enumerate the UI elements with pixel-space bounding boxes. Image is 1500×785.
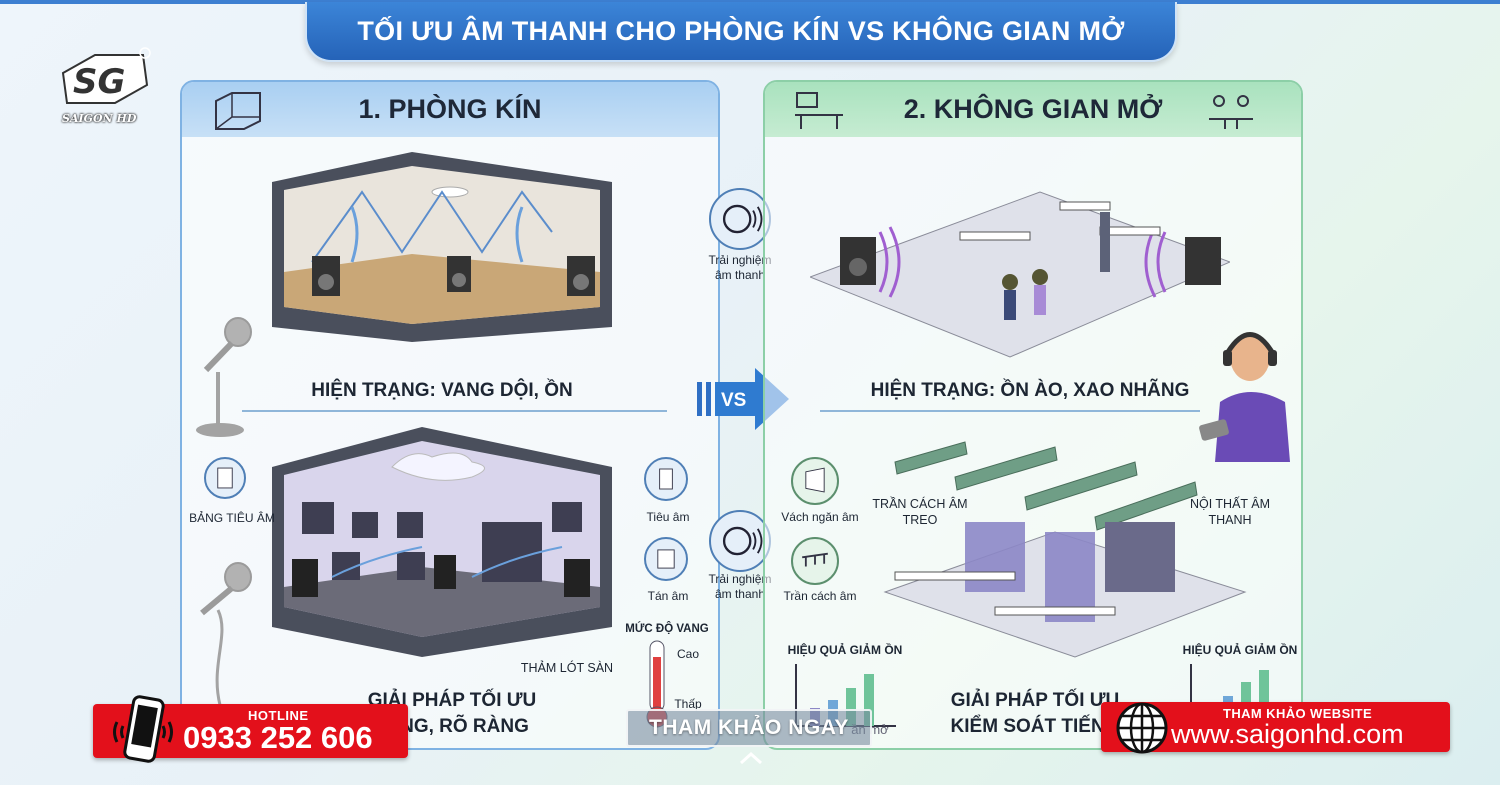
hotline-button[interactable]: HOTLINE 0933 252 606 bbox=[93, 695, 408, 763]
saigon-hd-logo: SG bbox=[61, 47, 151, 104]
vs-label: VS bbox=[721, 390, 746, 411]
listening-face-icon bbox=[709, 188, 771, 250]
reverberant-room-illustration bbox=[272, 152, 612, 342]
headphone-person-illustration bbox=[1199, 332, 1290, 462]
reverb-level-label: MỨC ĐỘ VANG bbox=[625, 623, 709, 635]
divider bbox=[242, 410, 667, 412]
absorber-board-label: BẢNG TIÊU ÂM bbox=[189, 511, 275, 525]
logo-text: SAIGON HD bbox=[62, 112, 137, 125]
ceiling-icon bbox=[791, 537, 839, 585]
desk-icon bbox=[795, 92, 843, 129]
website-url: www.saigonhd.com bbox=[1171, 719, 1404, 749]
hanging-ceiling-label-2: TREO bbox=[902, 513, 938, 527]
listening-face-icon bbox=[709, 510, 771, 572]
open-space-title: 2. KHÔNG GIAN MỞ bbox=[765, 82, 1301, 137]
closed-room-solution-caption-1: GIẢI PHÁP TỐI ƯU bbox=[367, 690, 537, 711]
consult-now-button[interactable]: THAM KHẢO NGAY bbox=[626, 709, 872, 747]
team-meeting-icon bbox=[1209, 95, 1253, 129]
hotline-label: HOTLINE bbox=[248, 708, 309, 723]
absorber-panel-icon bbox=[204, 457, 246, 499]
open-space-solution-caption-2: KIỂM SOÁT TIẾNG bbox=[950, 716, 1120, 737]
room-icon bbox=[215, 92, 261, 130]
svg-text:SG: SG bbox=[73, 62, 125, 102]
phone-icon bbox=[113, 695, 173, 763]
treated-room-illustration bbox=[272, 427, 612, 657]
low-label: Thấp bbox=[674, 697, 702, 711]
partition-icon bbox=[791, 457, 839, 505]
acoustic-furniture-label-2: THANH bbox=[1208, 513, 1252, 527]
ceiling-label: Trần cách âm bbox=[783, 589, 857, 603]
sound-experience-label-bottom: Trải nghiệm âm thanh bbox=[708, 572, 772, 601]
noisy-office-illustration bbox=[810, 191, 1230, 358]
closed-room-status-caption: HIỆN TRẠNG: VANG DỘI, ỒN bbox=[311, 380, 573, 401]
divider bbox=[820, 410, 1200, 412]
open-space-panel: 2. KHÔNG GIAN MỞ HIỆN TRẠNG: ỒN ÀO, XAO … bbox=[763, 80, 1303, 750]
chevron-up-icon[interactable] bbox=[738, 750, 764, 766]
open-space-solution-caption-1: GIẢI PHÁP TỐI ƯU bbox=[950, 690, 1120, 711]
absorption-label: Tiêu âm bbox=[646, 510, 690, 524]
closed-room-title: 1. PHÒNG KÍN bbox=[182, 82, 718, 137]
acoustic-furniture-label-1: NỘI THẤT ÂM bbox=[1189, 497, 1271, 511]
closed-room-panel: 1. PHÒNG KÍN HIỆN TRẠNG: VANG DỘI, ỒN bbox=[180, 80, 720, 750]
hanging-ceiling-label-1: TRẦN CÁCH ÂM bbox=[872, 497, 968, 511]
treated-office-illustration bbox=[883, 441, 1247, 658]
diffusion-label: Tán âm bbox=[647, 589, 689, 603]
open-space-status-caption: HIỆN TRẠNG: ỒN ÀO, XAO NHÃNG bbox=[870, 380, 1190, 401]
sound-experience-label-top: Trải nghiệm âm thanh bbox=[708, 253, 772, 282]
absorption-icon bbox=[644, 457, 688, 501]
globe-icon bbox=[1116, 702, 1168, 754]
hotline-number: 0933 252 606 bbox=[183, 720, 373, 755]
website-button[interactable]: THAM KHẢO WEBSITE www.saigonhd.com bbox=[1101, 702, 1450, 754]
diffusion-icon bbox=[644, 537, 688, 581]
noise-reduction-effect-label-right: HIỆU QUẢ GIẢM ỒN bbox=[1182, 643, 1298, 657]
page-title: TỐI ƯU ÂM THANH CHO PHÒNG KÍN VS KHÔNG G… bbox=[305, 2, 1177, 62]
website-label: THAM KHẢO WEBSITE bbox=[1223, 706, 1373, 721]
noise-reduction-effect-label-left: HIỆU QUẢ GIẢM ỒN bbox=[787, 643, 903, 657]
partition-label: Vách ngăn âm bbox=[781, 510, 859, 524]
closed-room-solution-caption-2: VANG, RÕ RÀNG bbox=[375, 716, 529, 737]
high-label: Cao bbox=[676, 647, 699, 661]
carpet-label: THẢM LÓT SÀN bbox=[520, 661, 614, 675]
